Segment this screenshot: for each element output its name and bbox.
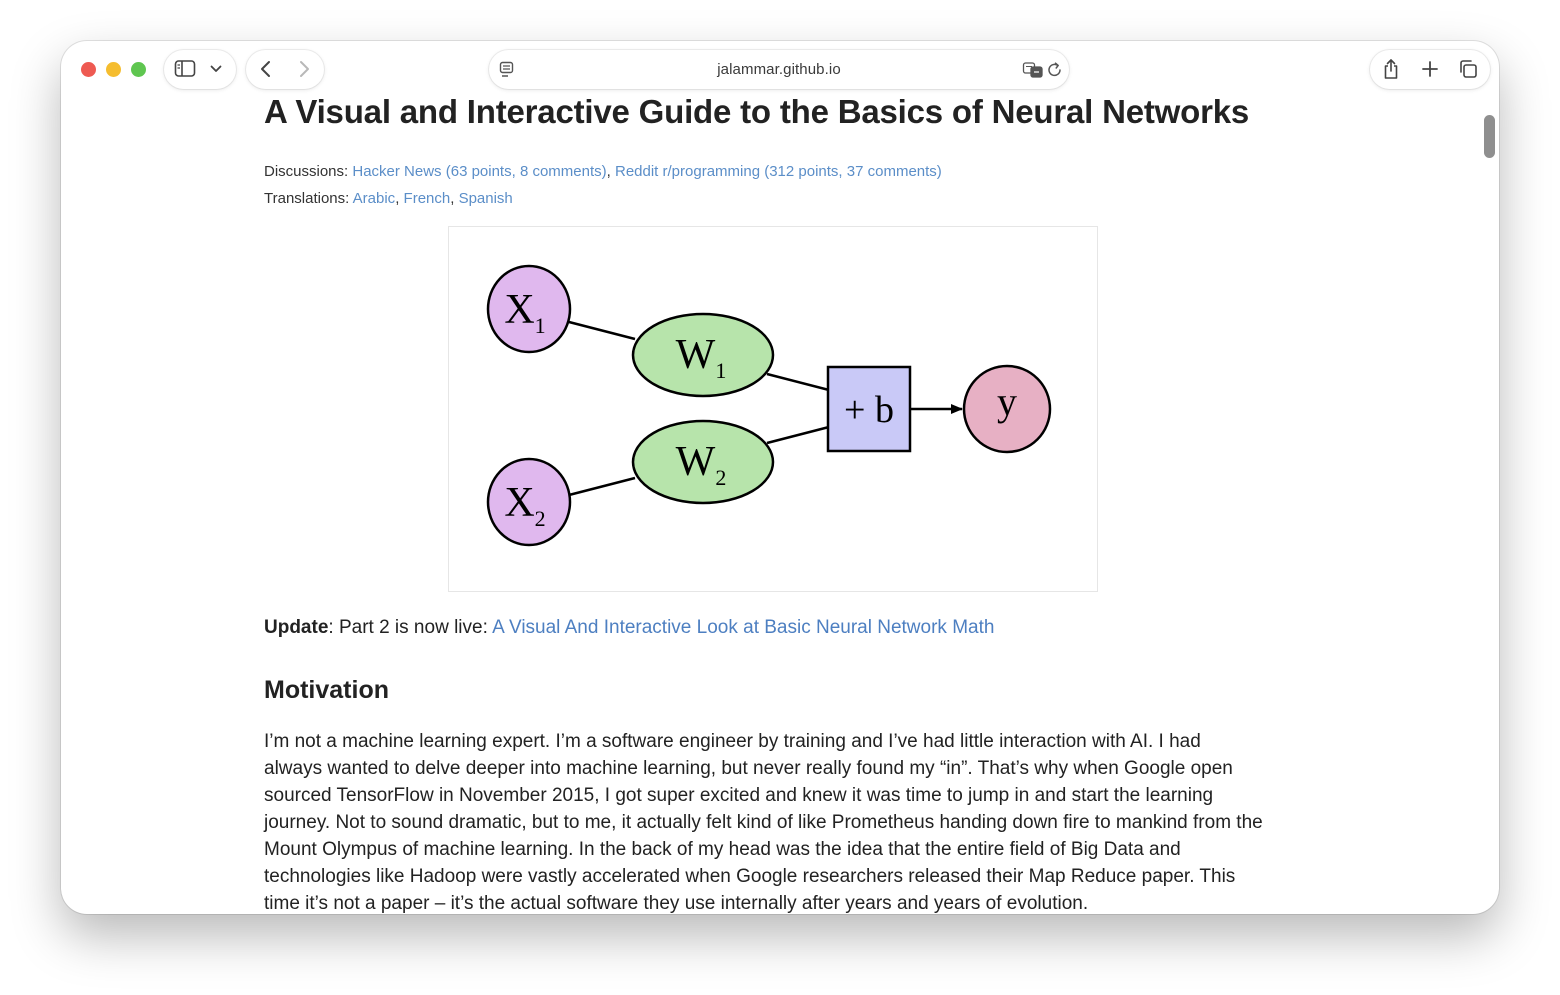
hacker-news-link[interactable]: Hacker News (63 points, 8 comments) — [352, 163, 607, 180]
page-title: A Visual and Interactive Guide to the Ba… — [264, 93, 1250, 130]
update-line: Update: Part 2 is now live: A Visual And… — [264, 617, 994, 639]
node-bias — [826, 365, 912, 453]
motivation-paragraph: I’m not a machine learning expert. I’m a… — [264, 731, 1263, 914]
scrollbar-thumb[interactable] — [1484, 115, 1495, 158]
url-text[interactable]: jalammar.github.io — [717, 61, 841, 78]
neuron-diagram: X1 X2 W1 W2 + b y — [448, 226, 1098, 592]
browser-toolbar: jalammar.github.io — [61, 41, 1499, 97]
close-window-button[interactable] — [81, 62, 96, 77]
new-tab-icon[interactable] — [1421, 60, 1439, 78]
node-x2 — [486, 457, 572, 547]
edge-w1-bias — [766, 372, 830, 392]
node-w2 — [631, 419, 775, 505]
back-icon[interactable] — [258, 59, 274, 79]
update-label: Update — [264, 617, 329, 638]
browser-window: jalammar.github.io — [61, 41, 1499, 914]
node-y — [962, 364, 1052, 454]
node-bias-label: + b — [844, 389, 894, 431]
sidebar-control — [164, 50, 236, 89]
reader-mode-icon[interactable] — [499, 61, 515, 79]
reddit-link[interactable]: Reddit r/programming (312 points, 37 com… — [614, 163, 942, 180]
translation-link-arabic[interactable]: Arabic — [352, 190, 396, 207]
sidebar-icon[interactable] — [174, 59, 196, 79]
edge-x2-w2 — [568, 476, 636, 497]
navigation-controls — [246, 50, 324, 89]
node-x2-label: X2 — [504, 480, 545, 531]
reload-icon[interactable] — [1047, 61, 1063, 79]
discussions-label: Discussions: — [264, 163, 349, 180]
node-w1 — [631, 312, 775, 398]
edge-x1-w1 — [568, 320, 636, 341]
share-icon[interactable] — [1382, 58, 1400, 80]
translation-link-french[interactable]: French — [403, 190, 451, 207]
node-w2-label: W2 — [676, 439, 727, 490]
minimize-window-button[interactable] — [106, 62, 121, 77]
translation-link-spanish[interactable]: Spanish — [458, 190, 513, 207]
node-w1-label: W1 — [676, 332, 727, 383]
node-x1 — [486, 264, 572, 354]
part-two-link[interactable]: A Visual And Interactive Look at Basic N… — [492, 617, 995, 638]
node-x1-label: X1 — [504, 287, 545, 338]
discussions-line: Discussions: Hacker News (63 points, 8 c… — [264, 163, 942, 180]
edge-w2-bias — [766, 425, 830, 445]
tab-overview-icon[interactable] — [1458, 59, 1478, 79]
window-actions — [1370, 50, 1490, 89]
translations-line: Translations: Arabic, French, Spanish — [264, 190, 513, 207]
forward-icon[interactable] — [296, 59, 312, 79]
chevron-down-icon[interactable] — [210, 64, 222, 74]
zoom-window-button[interactable] — [131, 62, 146, 77]
node-y-label: y — [997, 379, 1017, 424]
neuron-diagram-svg: X1 X2 W1 W2 + b y — [486, 264, 1052, 547]
address-bar[interactable]: jalammar.github.io — [489, 50, 1069, 89]
section-heading-motivation: Motivation — [264, 676, 389, 704]
translations-label: Translations: — [264, 190, 350, 207]
translate-icon[interactable] — [1022, 61, 1044, 79]
update-text: : Part 2 is now live: — [328, 617, 493, 638]
